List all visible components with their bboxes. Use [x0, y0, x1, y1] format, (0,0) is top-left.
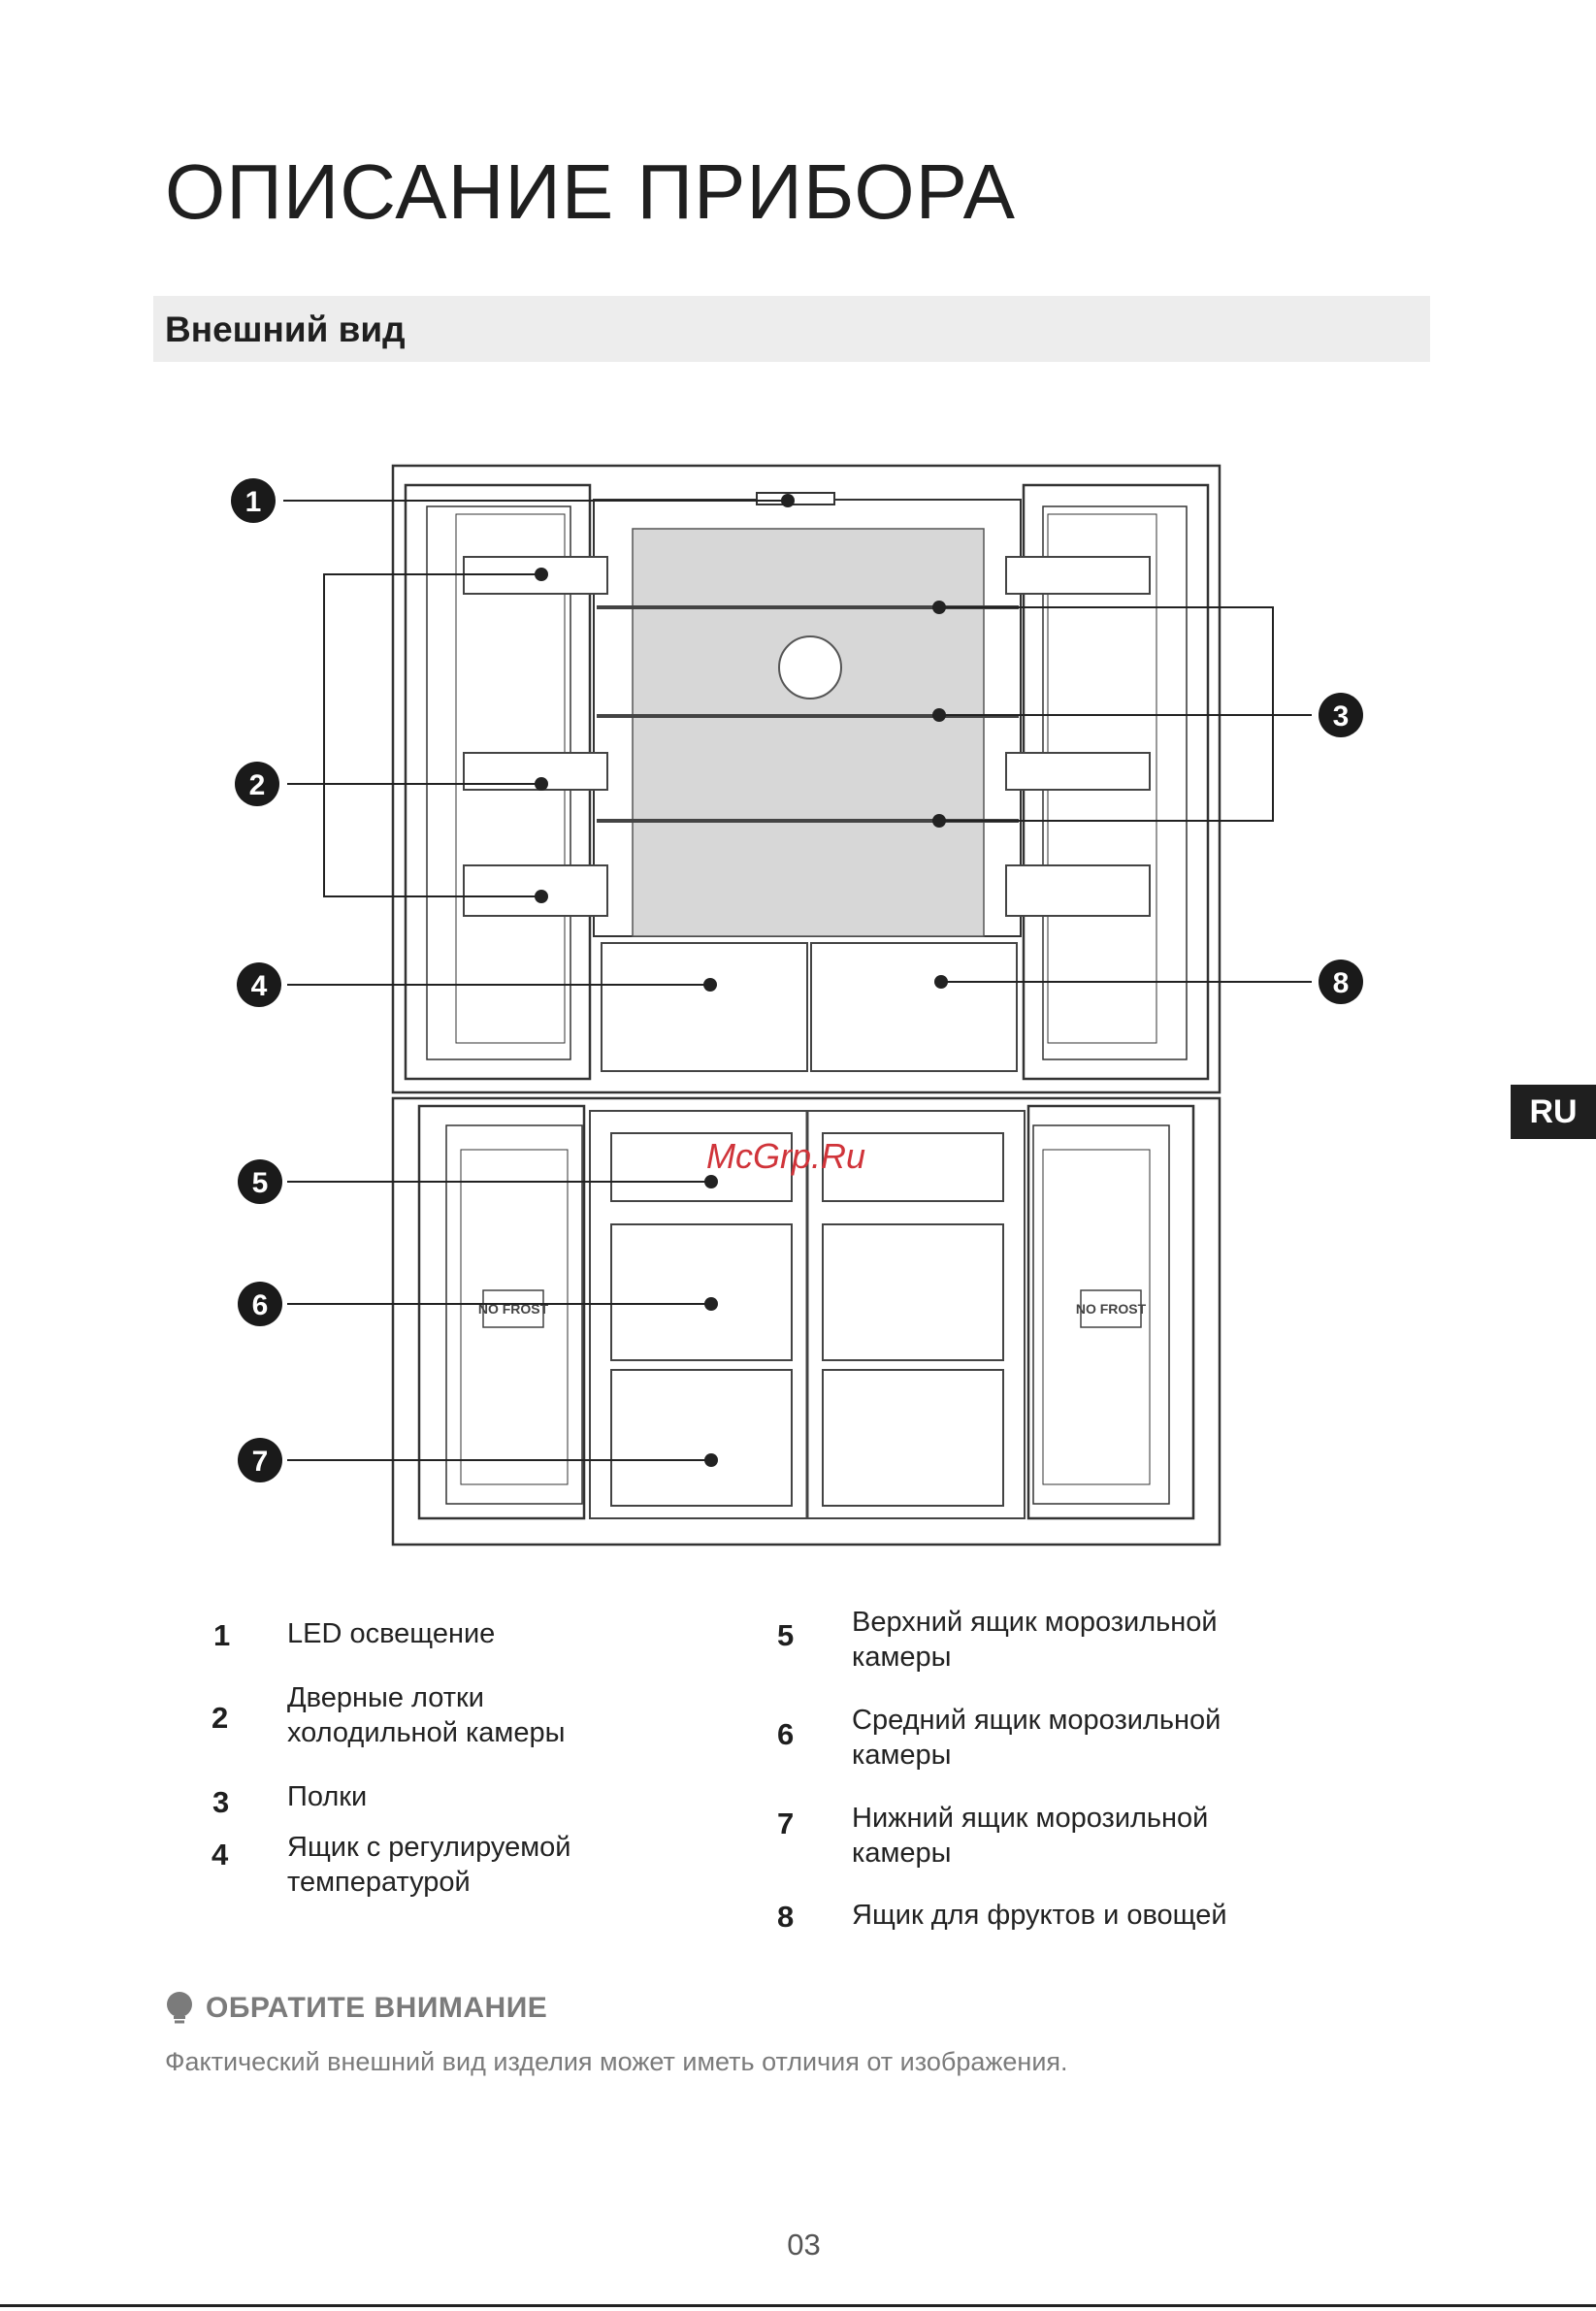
language-badge: RU: [1511, 1085, 1596, 1139]
legend-text-3: Полки: [287, 1781, 368, 1812]
note-text: Фактический внешний вид изделия может им…: [165, 2047, 1068, 2076]
legend-text-2: Дверные лотки холодильной камеры: [287, 1682, 566, 1748]
legend-text-7: Нижний ящик морозильной камеры: [852, 1803, 1209, 1869]
lightbulb-icon: [167, 1992, 192, 2024]
legend-text-8: Ящик для фруктов и овощей: [852, 1900, 1227, 1931]
refrigerator-diagram: NO FROST NO FROST 1 2 3: [231, 464, 1363, 1546]
legend-num-4: 4: [212, 1838, 229, 1872]
legend-num-8: 8: [777, 1900, 795, 1934]
watermark: McGrp.Ru: [706, 1136, 865, 1176]
callout-2: 2: [249, 769, 266, 801]
leader-dots: [535, 494, 948, 1467]
legend-text-6: Средний ящик морозильной камеры: [852, 1705, 1221, 1771]
legend-num-2: 2: [212, 1701, 229, 1735]
section-header: Внешний вид: [153, 296, 1430, 362]
note-header: ОБРАТИТЕ ВНИМАНИЕ: [165, 1992, 547, 2025]
callout-4: 4: [251, 970, 268, 1002]
left-door-bins: [463, 556, 608, 917]
legend-num-6: 6: [777, 1717, 795, 1751]
callout-8: 8: [1333, 967, 1350, 999]
callout-7: 7: [252, 1446, 269, 1478]
legend-num-3: 3: [212, 1785, 230, 1819]
fan-vent: [778, 635, 842, 700]
note-title: ОБРАТИТЕ ВНИМАНИЕ: [206, 1992, 548, 2024]
interior-back-wall: [632, 528, 985, 937]
legend-text-5: Верхний ящик морозильной камеры: [852, 1607, 1218, 1673]
bottom-rule: [0, 2304, 1596, 2307]
callout-6: 6: [252, 1289, 269, 1321]
no-frost-label-right: NO FROST: [1076, 1301, 1147, 1317]
legend-num-5: 5: [777, 1618, 795, 1652]
led-light: [756, 492, 835, 505]
section-title: Внешний вид: [165, 309, 406, 349]
callout-3: 3: [1333, 700, 1350, 732]
callouts: 1 2 3 4 5 6 7 8: [231, 478, 1363, 1482]
page-number: 03: [787, 2228, 821, 2262]
page-title: ОПИСАНИЕ ПРИБОРА: [165, 148, 1017, 235]
legend-num-7: 7: [777, 1806, 795, 1840]
legend-text-4: Ящик с регулируемой температурой: [287, 1832, 571, 1898]
legend-text-1: LED освещение: [287, 1618, 496, 1649]
legend-num-1: 1: [213, 1618, 231, 1652]
right-door-bins: [1005, 556, 1151, 917]
crisper-drawers: [601, 942, 1018, 1072]
callout-5: 5: [252, 1167, 269, 1199]
leader-lines: [283, 500, 1312, 1461]
freezer-drawers: [610, 1132, 1004, 1507]
callout-1: 1: [245, 486, 262, 518]
